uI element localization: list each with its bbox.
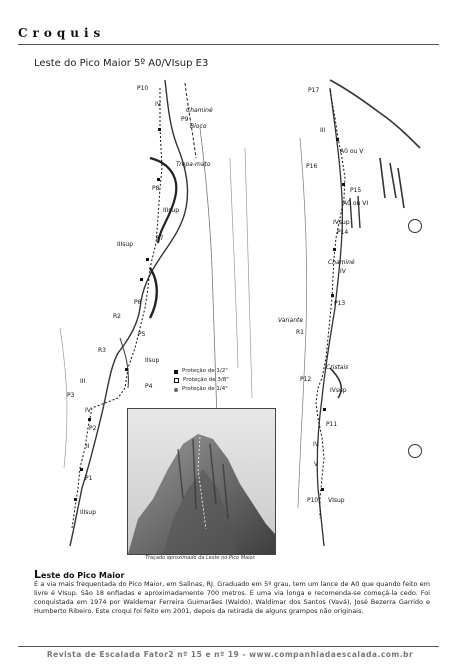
label-trepa-mato: Trepa-mato [176,161,211,168]
label-iv-right: IV [340,268,347,275]
label-p15: P15 [350,187,361,194]
legend-row: Proteção de 1/4" [174,385,229,394]
label-ivsup-1: IVsup [333,219,350,226]
dot-icon [174,387,178,392]
square-filled-icon [174,369,178,374]
label-iv-low-left: IV [85,407,92,414]
label-p4: P4 [145,383,153,390]
label-p16: P16 [306,163,317,170]
label-p9: P9 [181,116,189,123]
label-iiisup-3: IIIsup [80,509,96,516]
label-r2: R2 [113,313,121,320]
label-iisup: IIsup [145,357,159,364]
legend-row: Proteção de 3/8" [174,376,229,385]
label-p10-left: P10 [137,85,148,92]
label-iiisup-2: IIIsup [117,241,133,248]
label-r3: R3 [98,347,106,354]
label-p3: P3 [67,392,75,399]
label-p12: P12 [300,376,311,383]
label-p1: P1 [85,475,93,482]
section-title-rest: este do Pico Maior [41,571,125,580]
label-visup: VIsup [328,497,345,504]
label-p10-right: P10 [307,497,318,504]
photo-caption: Traçado aproximado da Leste no Pico Maio… [145,555,256,561]
label-bloco: Bloco [190,123,207,130]
label-p11: P11 [326,421,337,428]
label-r1: R1 [296,329,304,336]
binder-hole-bottom [408,444,422,458]
label-p8: P8 [152,185,160,192]
label-p14: P14 [337,229,348,236]
label-p13: P13 [334,300,345,307]
section-title: Leste do Pico Maior [34,568,124,581]
route-topo-drawing: P10 IV Chaminé P9 Bloco Trepa-mato P8 II… [59,79,421,547]
bottom-divider [18,646,439,647]
label-p6: P6 [134,299,142,306]
top-divider [18,44,439,45]
square-outline-icon [174,378,179,383]
label-iv-top-left: IV [155,101,162,108]
label-ivsup-2: IVsup [330,387,347,394]
protection-markers [74,128,345,501]
legend-row: Proteção de 1/2" [174,367,229,376]
left-route-line [71,88,163,529]
right-wall-sketch [244,79,421,547]
label-a0-vi: A0 ou VI [343,200,368,207]
label-p5: P5 [138,331,146,338]
label-chamine-right: Chaminé [328,259,355,266]
route-title: Leste do Pico Maior 5º A0/VIsup E3 [34,58,209,69]
binder-hole-top [408,219,422,233]
label-ii: II [86,443,90,450]
section-body: É a via mais frequentada do Pico Maior, … [34,580,430,615]
section-title-initial: L [34,568,42,581]
label-variante: Variante [278,317,303,324]
mountain-photo-drawing [128,409,275,554]
label-a0-v: A0 ou V [340,148,364,155]
label-p7: P7 [156,235,164,242]
left-wall-sketch [59,79,239,547]
label-iii-right: III [320,127,326,134]
page-footer: Revista de Escalada Fator2 nº 15 e nº 19… [46,650,414,659]
label-iiisup-1: IIIsup [163,207,179,214]
label-cristais: Cristais [326,364,348,371]
legend-label: Proteção de 1/2" [182,368,228,374]
label-v: V [314,461,319,468]
section-header: Croquis [18,26,106,40]
protection-legend: Proteção de 1/2" Proteção de 3/8" Proteç… [174,367,229,394]
label-p17: P17 [308,87,319,94]
label-iv-low-right: IV [313,441,320,448]
label-p2: P2 [89,425,97,432]
label-iii-left: III [80,378,86,385]
label-chamine-left: Chaminé [186,107,213,114]
mountain-photo [127,408,276,555]
legend-label: Proteção de 3/8" [183,377,229,383]
legend-label: Proteção de 1/4" [182,386,228,392]
